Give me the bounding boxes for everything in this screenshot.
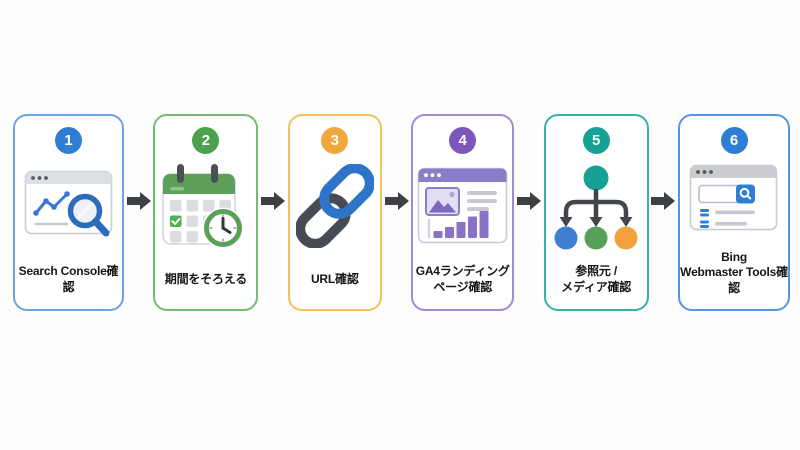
browser-analytics-icon bbox=[417, 167, 509, 250]
arrow-zone bbox=[649, 114, 678, 311]
step-number-badge: 6 bbox=[720, 127, 748, 154]
step-number-badge: 5 bbox=[582, 127, 610, 154]
step-label: 期間をそろえる bbox=[164, 272, 248, 287]
arrow-zone bbox=[258, 114, 287, 311]
arrow-right-icon bbox=[650, 192, 676, 225]
arrow-zone bbox=[124, 114, 153, 311]
step-card-ga4-landing: 4 bbox=[411, 114, 515, 311]
arrow-right-icon bbox=[260, 192, 286, 225]
step-label: 参照元 / メディア確認 bbox=[561, 264, 632, 294]
step-number-badge: 2 bbox=[192, 127, 220, 154]
step-card-align-period: 2 bbox=[153, 114, 259, 311]
browser-search-icon bbox=[689, 164, 779, 239]
arrow-zone bbox=[382, 114, 411, 311]
step-label: Search Console確認 bbox=[18, 264, 119, 294]
step-label: Bing Webmaster Tools確認 bbox=[680, 249, 788, 296]
step-card-bing-webmaster: 6 bbox=[678, 114, 791, 311]
step-label: GA4ランディング ページ確認 bbox=[415, 264, 510, 294]
arrow-right-icon bbox=[516, 192, 542, 225]
arrow-right-icon bbox=[126, 192, 152, 225]
source-media-flow-icon bbox=[550, 163, 642, 255]
step-number-badge: 4 bbox=[449, 127, 477, 154]
arrow-right-icon bbox=[384, 192, 410, 225]
step-number-badge: 1 bbox=[55, 127, 82, 154]
step-card-source-media: 5 bbox=[543, 114, 649, 311]
calendar-clock-icon bbox=[160, 162, 252, 255]
process-flow: 1 bbox=[13, 114, 791, 311]
chain-link-icon bbox=[295, 163, 375, 253]
step-label: URL確認 bbox=[310, 272, 359, 287]
step-card-url-check: 3 URL確認 bbox=[287, 114, 382, 311]
arrow-zone bbox=[514, 114, 543, 311]
browser-linechart-magnifier-icon bbox=[24, 170, 114, 247]
step-number-badge: 3 bbox=[321, 127, 349, 154]
step-card-search-console: 1 bbox=[13, 114, 124, 311]
